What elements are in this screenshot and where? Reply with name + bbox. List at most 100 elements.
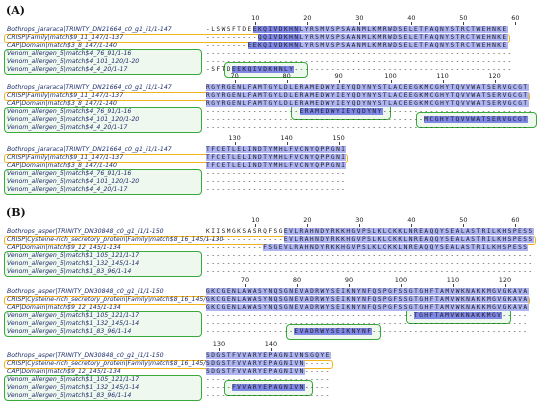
sequence-name: Venom_allergen_5|match$4_76_91/1-16	[7, 170, 132, 177]
alignment-row: Venom_allergen_5|match$4_76_91/1-16 -----…	[7, 50, 547, 58]
alignment-row: CRISP|Family|match$9_11_147/1-137 -------…	[7, 34, 547, 42]
sequence-residues: ----------------------------------------…	[206, 260, 534, 267]
ruler-tick-mark	[307, 224, 309, 227]
sequence-name: Venom_allergen_5|match$4_76_91/1-16	[7, 50, 132, 57]
sequence-residues: -----------FSGEVLRAHNDYRKKHGVPSLKLCKKLNR…	[206, 244, 529, 251]
alignment-row: Bothrops_asper|TRINITY_DN30848_c0_g1_i1/…	[7, 288, 547, 296]
sequence-name: Bothrops_jararaca|TRINITY_DN21664_c0_g1_…	[7, 84, 172, 91]
panel-label: (B)	[6, 206, 26, 219]
alignment-row: Venom_allergen_5|match$1_132_145/1-14---…	[7, 384, 547, 392]
sequence-residues: ---------------------------	[206, 170, 347, 177]
sequence-name: Venom_allergen_5|match$1_105_121/1-17	[7, 376, 140, 383]
sequence-residues: SDGSTFVVARYEPAGNIVN-----	[206, 368, 331, 375]
sequence-residues: -----------------EVADRWYSEIKNYNF--------…	[206, 328, 529, 335]
alignment-row: Bothrops_jararaca|TRINITY_DN21664_c0_g1_…	[7, 146, 547, 154]
sequence-name: Bothrops_asper|TRINITY_DN30848_c0_g1_i1/…	[7, 352, 164, 359]
ruler-tick-label: 40	[407, 216, 416, 224]
sequence-residues: ---------------EVLRAHNDYRKKHGVPSLKLCKKLN…	[206, 236, 534, 243]
sequence-name: Venom_allergen_5|match$4_4_20/1-17	[7, 66, 128, 73]
sequence-residues: RGYRGENLFAMTGYLDLERAMEDWYIEYQDYNYSTLACEE…	[206, 92, 529, 99]
ruler-tick-mark	[515, 22, 517, 25]
alignment-row: Venom_allergen_5|match$1_105_121/1-17---…	[7, 252, 547, 260]
sequence-residues: --------EEKQIVDKHNLYRSMVSPSAANMLKMRWDSEL…	[206, 42, 508, 49]
sequence-residues: ----------------------------------------…	[206, 312, 529, 319]
ruler-tick-label: 150	[332, 134, 345, 142]
crisp-highlight-box	[4, 153, 349, 163]
sequence-residues: TFCETLELINDTYMHLFVCNYQPPGNI	[206, 154, 347, 161]
sequence-residues: GKCGENLAWASYNQSGNEVADRWYSEIKNYNFQSPGFSSG…	[206, 288, 529, 295]
ruler-tick-mark	[286, 80, 288, 83]
ruler-tick-mark	[401, 284, 402, 287]
sequence-residues: TFCETLELINDTYMHLFVCNYQPPGNI	[206, 162, 347, 169]
sequence-residues: RGYRGENLFAMTGYLDLERAMEDWYIEYQDYNYSTLACEE…	[206, 84, 529, 91]
sequence-residues: GKCGENLAWASYNQSGNEVADRWYSEIKNYNFQSPGFSSG…	[206, 296, 529, 303]
ruler-tick-mark	[245, 284, 246, 287]
alignment-row: CAP|Domain|match$9_12_145/1-134 ---------…	[7, 244, 547, 252]
ruler-tick-label: 120	[498, 276, 512, 284]
venom-allergen-group-box	[4, 311, 202, 337]
ruler-tick-label: 90	[344, 276, 354, 284]
sequence-name: Bothrops_asper|TRINITY_DN30848_c0_g1_i1/…	[7, 228, 164, 235]
ruler-tick-mark	[463, 22, 465, 25]
alignment-row: Venom_allergen_5|match$4_4_20/1-17------…	[7, 186, 547, 194]
ruler-tick-label: 90	[334, 72, 343, 80]
ruler-tick-label: 20	[303, 14, 312, 22]
alignment-row: Venom_allergen_5|match$1_105_121/1-17---…	[7, 376, 547, 384]
ruler-tick-label: 70	[240, 276, 250, 284]
sequence-name: CRISP|Family|match$9_11_147/1-137	[7, 34, 124, 41]
ruler-tick-label: 120	[488, 72, 501, 80]
sequence-residues: ----------------------------------------…	[206, 320, 529, 327]
sequence-residues: ----------QQIVDKHNLYRSMVSPSAANMLKMRWDSEL…	[206, 34, 508, 41]
ruler-tick-mark	[255, 22, 257, 25]
sequence-name: Venom_allergen_5|match$1_132_145/1-14	[7, 320, 140, 327]
sequence-residues: ------------------------	[206, 392, 331, 399]
ruler-tick-mark	[442, 80, 444, 83]
ruler-tick-mark	[297, 284, 298, 287]
sequence-residues: ---------------------------	[206, 178, 347, 185]
alignment-row: Venom_allergen_5|match$1_132_145/1-14 ---…	[7, 320, 547, 328]
sequence-name: Venom_allergen_5|match$4_4_20/1-17	[7, 124, 128, 131]
sequence-name: CRISP|Family|match$9_11_147/1-137	[7, 92, 124, 99]
alignment-row: Venom_allergen_5|match$4_76_91/1-16 -----…	[7, 170, 547, 178]
ruler-tick-mark	[338, 80, 340, 83]
ruler-tick-mark	[271, 348, 272, 351]
ruler-tick-label: 60	[511, 14, 520, 22]
ruler-tick-mark	[234, 80, 236, 83]
sequence-name: CAP|Domain|match$9_12_145/1-134	[7, 304, 121, 311]
sequence-name: CRISP|Cysteine-rich_secretory_protein|Fa…	[7, 360, 224, 367]
sequence-name: CAP|Domain|match$9_12_145/1-134	[7, 244, 121, 251]
ruler-tick-mark	[338, 142, 340, 145]
ruler-tick-label: 20	[303, 216, 312, 224]
ruler-tick-label: 130	[212, 340, 226, 348]
alignment-row: CRISP|Cysteine-rich_secretory_protein|Fa…	[7, 360, 547, 368]
sequence-residues: SDGSTFVVARYEPAGNIVNSGQYE	[206, 352, 331, 359]
alignment-row: Bothrops_asper|TRINITY_DN30848_c0_g1_i1/…	[7, 352, 547, 360]
alignment-row: CRISP|Cysteine-rich_secretory_protein|Fa…	[7, 296, 547, 304]
alignment-row: Venom_allergen_5|match$4_101_120/1-20---…	[7, 178, 547, 186]
alignment-row: Venom_allergen_5|match$4_4_20/1-17-SFTDE…	[7, 66, 547, 74]
alignment-row: Bothrops_jararaca|TRINITY_DN21664_c0_g1_…	[7, 84, 547, 92]
ruler-tick-label: 30	[355, 14, 364, 22]
sequence-name: CAP|Domain|match$3_8_147/1-140	[7, 162, 117, 169]
ruler-tick-label: 60	[511, 216, 520, 224]
ruler-tick-label: 100	[394, 276, 408, 284]
ruler-tick-label: 130	[228, 134, 241, 142]
sequence-residues: ----------------------------------------…	[206, 50, 513, 57]
alignment-row: Venom_allergen_5|match$1_83_96/1-14-----…	[7, 268, 547, 276]
sequence-residues: -----FVVARYEPAGNIVN-----	[206, 384, 331, 391]
sequence-name: Bothrops_jararaca|TRINITY_DN21664_c0_g1_…	[7, 26, 172, 33]
alignment-row: CAP|Domain|match$3_8_147/1-140--------EE…	[7, 42, 547, 50]
ruler-tick-label: 50	[459, 14, 468, 22]
sequence-name: CRISP|Cysteine-rich_secretory_protein|Fa…	[7, 296, 224, 303]
sequence-residues: -LSWSFTDEEKQIVDKHNLYRSMVSPSAANMLKMRWDSEL…	[206, 26, 508, 33]
ruler-tick-mark	[307, 22, 309, 25]
ruler-tick-mark	[515, 224, 517, 227]
sequence-residues: ----------------------------------------…	[206, 116, 529, 123]
